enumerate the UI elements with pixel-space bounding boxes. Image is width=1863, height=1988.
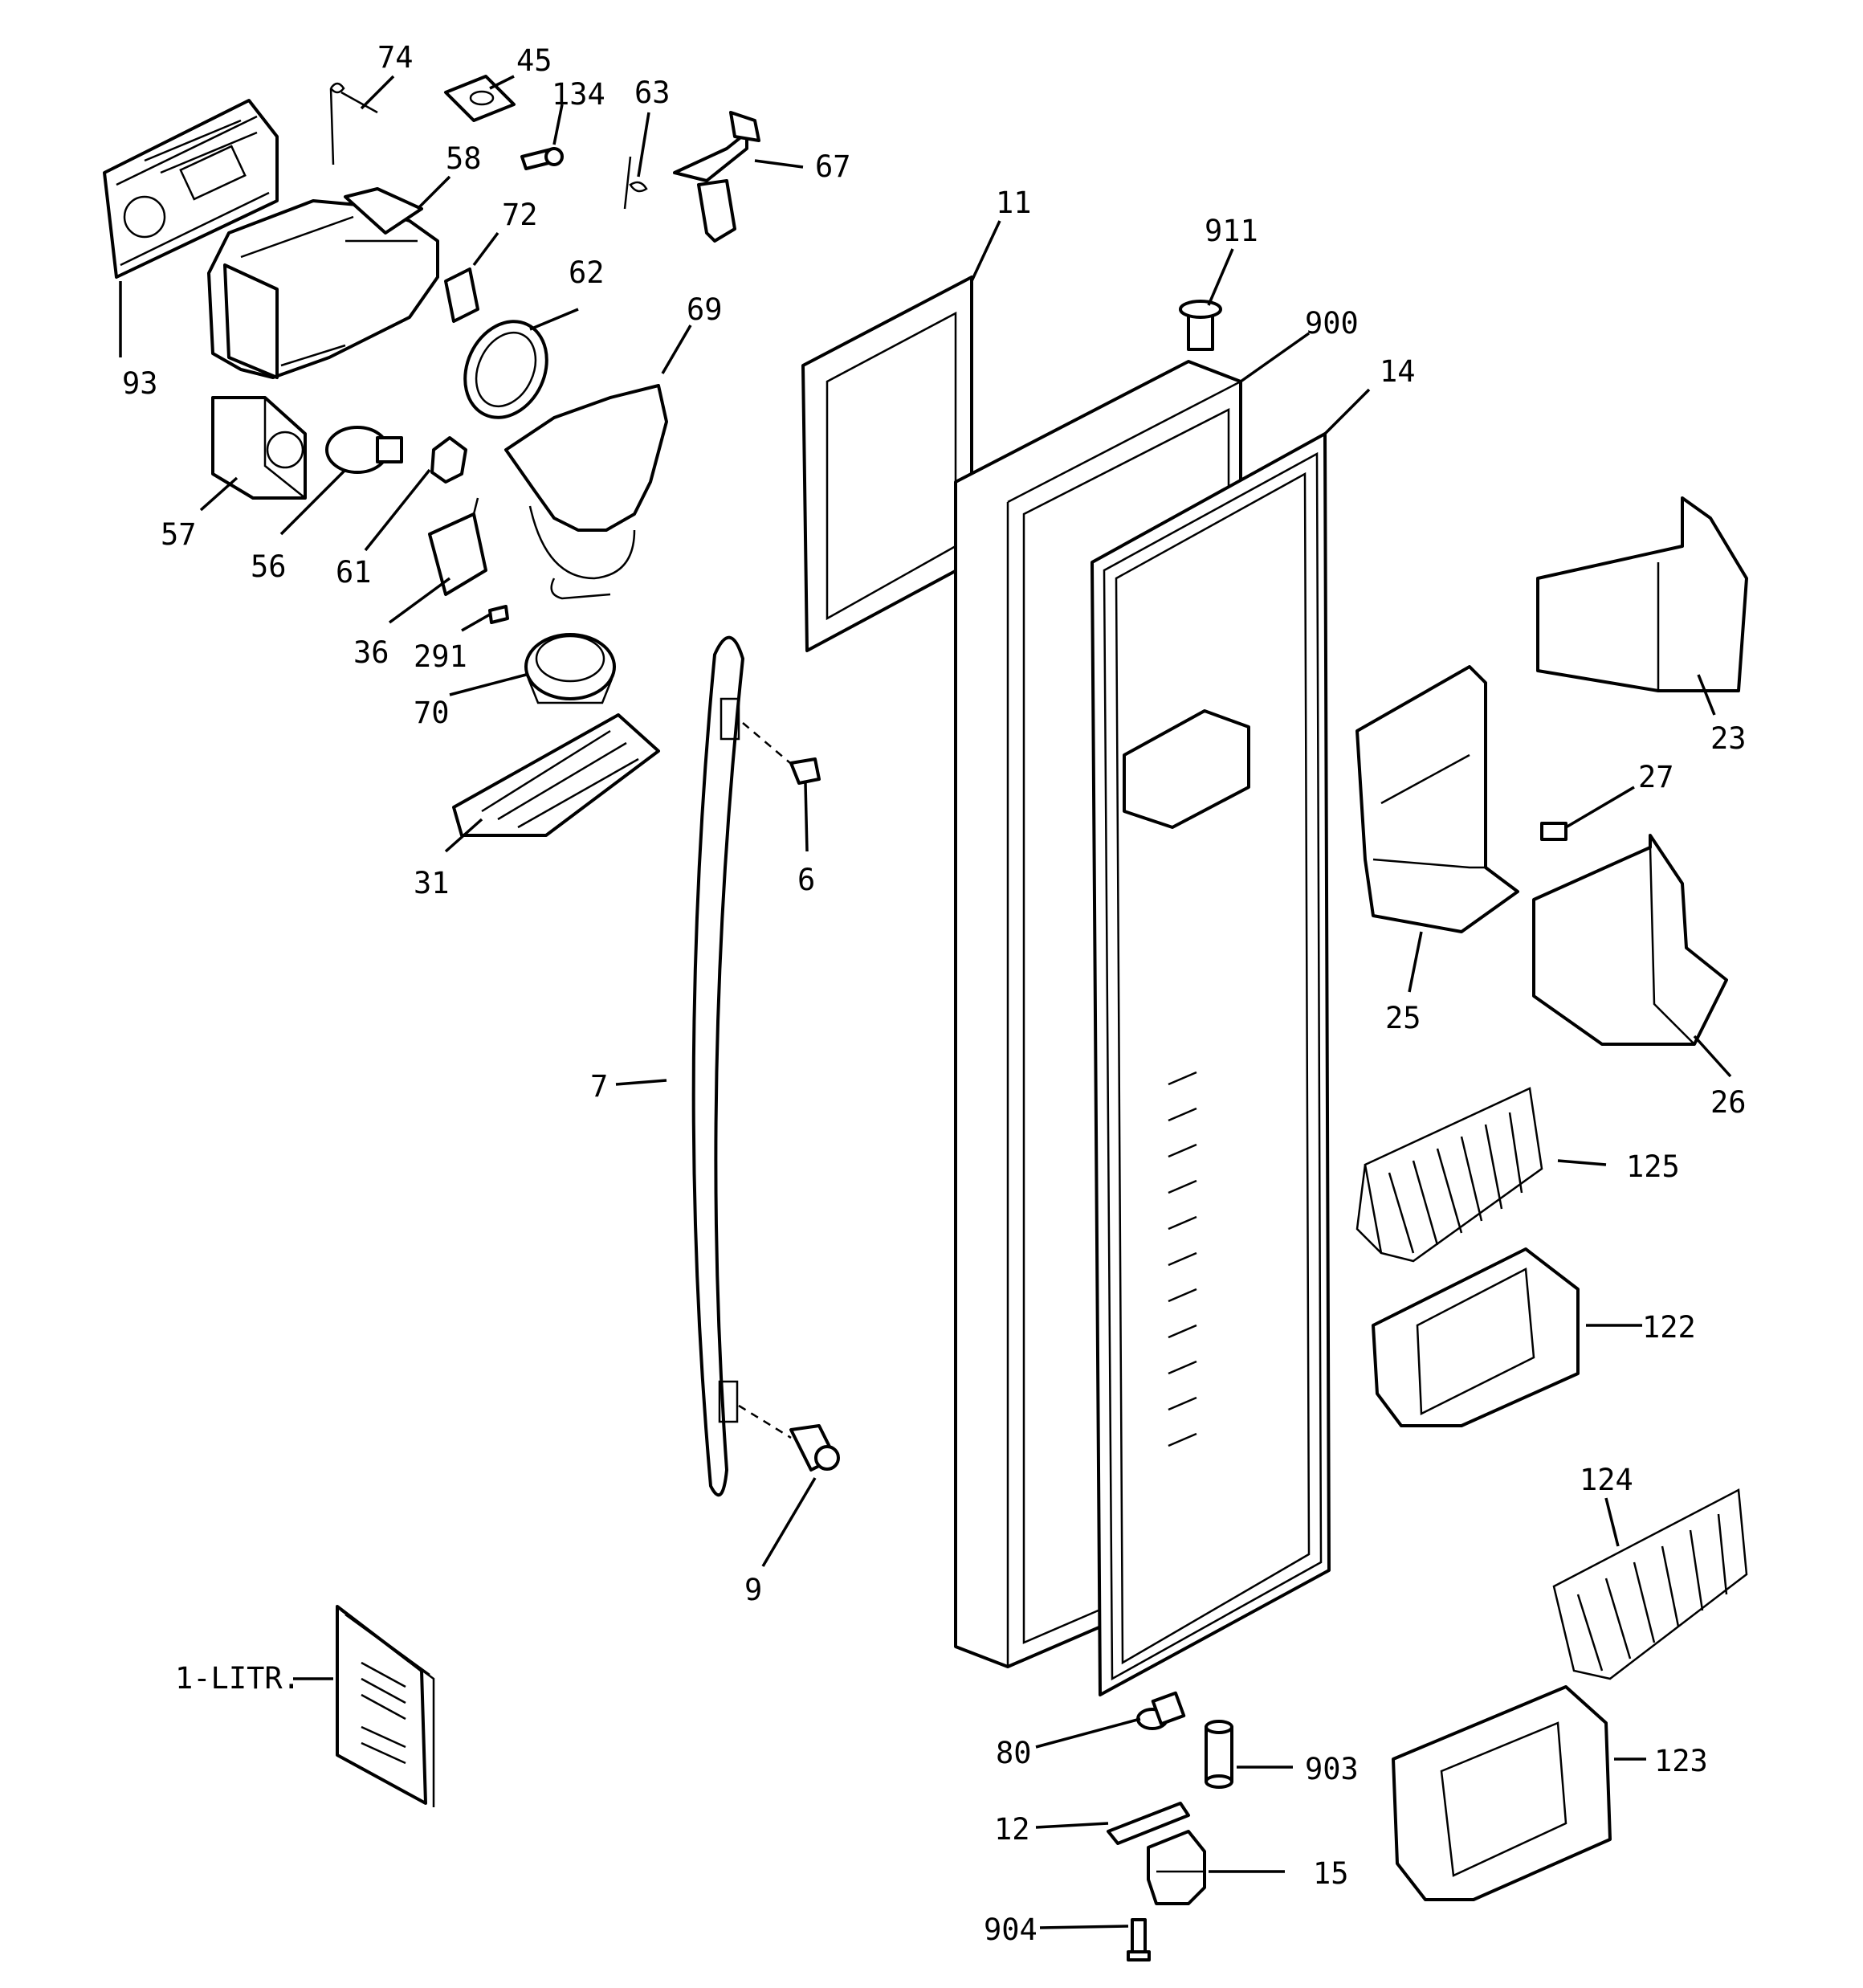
label-45: 45 [516, 43, 552, 78]
label-7: 7 [590, 1069, 608, 1104]
part-45-bracket[interactable] [444, 75, 516, 122]
part-11-dispenser-frame[interactable] [801, 276, 973, 652]
label-903: 903 [1305, 1752, 1359, 1786]
part-7-handle[interactable] [691, 635, 796, 1497]
label-900: 900 [1305, 306, 1359, 341]
part-labels: 74 45 134 63 67 58 72 93 62 69 11 911 90… [122, 40, 1747, 1947]
part-70-ring[interactable] [524, 633, 616, 704]
part-57-motor-box[interactable] [211, 396, 307, 500]
part-62-ring[interactable] [450, 308, 561, 431]
part-56-bulb[interactable] [325, 426, 403, 474]
part-67-lever[interactable] [673, 111, 760, 243]
label-23: 23 [1710, 721, 1747, 756]
label-6: 6 [797, 863, 815, 897]
label-63: 63 [634, 76, 671, 110]
label-904: 904 [984, 1912, 1037, 1947]
part-134-screw[interactable] [520, 147, 564, 170]
label-911: 911 [1205, 214, 1258, 248]
label-14: 14 [1380, 354, 1416, 389]
label-122: 122 [1642, 1310, 1696, 1345]
part-125-wire-basket[interactable] [1355, 1087, 1543, 1263]
label-12: 12 [994, 1812, 1030, 1847]
label-56: 56 [251, 549, 287, 584]
label-74: 74 [377, 40, 414, 75]
part-904-screw[interactable] [1127, 1918, 1151, 1961]
label-123: 123 [1654, 1744, 1708, 1778]
label-26: 26 [1710, 1085, 1747, 1120]
label-67: 67 [815, 149, 851, 184]
part-69-ice-chute[interactable] [504, 384, 668, 600]
leader-lines [119, 75, 1732, 1929]
part-15-hinge[interactable] [1147, 1830, 1206, 1905]
part-123-bin[interactable] [1392, 1685, 1612, 1901]
part-23-bin-cover[interactable] [1536, 496, 1748, 692]
label-72: 72 [502, 198, 538, 232]
label-58: 58 [446, 141, 482, 176]
part-93-control-panel[interactable] [103, 99, 279, 279]
part-27-screw[interactable] [1540, 822, 1567, 841]
label-124: 124 [1580, 1463, 1633, 1497]
label-25: 25 [1385, 1001, 1421, 1035]
part-74-spring[interactable] [329, 82, 378, 165]
label-69: 69 [687, 292, 723, 327]
label-134: 134 [552, 77, 605, 112]
part-1-litr-literature[interactable] [336, 1605, 435, 1807]
part-6-screw[interactable] [789, 757, 821, 785]
label-80: 80 [996, 1736, 1032, 1770]
part-80-bushing[interactable] [1136, 1691, 1186, 1730]
part-14-gasket[interactable] [1090, 432, 1331, 1696]
part-25-bin-bracket[interactable] [1355, 665, 1519, 933]
label-291: 291 [414, 639, 467, 674]
shelf-slots [1168, 1071, 1197, 1447]
part-72-switch[interactable] [444, 267, 479, 323]
part-36-bracket[interactable] [428, 497, 487, 596]
part-911-bushing[interactable] [1179, 300, 1222, 351]
label-125: 125 [1626, 1149, 1680, 1184]
part-122-bin[interactable] [1372, 1247, 1580, 1427]
part-903-pin[interactable] [1205, 1720, 1233, 1789]
part-31-drip-tray[interactable] [452, 713, 660, 837]
label-61: 61 [336, 555, 372, 590]
part-12-hinge-plate[interactable] [1107, 1802, 1190, 1845]
part-63-spring[interactable] [623, 156, 648, 210]
label-36: 36 [353, 635, 389, 670]
label-70: 70 [414, 696, 450, 730]
label-11: 11 [996, 186, 1032, 220]
part-9-screw[interactable] [789, 1424, 840, 1472]
label-93: 93 [122, 366, 158, 401]
label-9: 9 [744, 1573, 762, 1607]
label-15: 15 [1313, 1856, 1349, 1891]
label-31: 31 [414, 866, 450, 900]
part-26-bin[interactable] [1532, 834, 1728, 1046]
part-291-screw[interactable] [488, 605, 509, 624]
label-57: 57 [161, 517, 197, 552]
label-27: 27 [1638, 760, 1674, 794]
label-1-litr: 1-LITR. [175, 1661, 300, 1696]
label-62: 62 [569, 255, 605, 290]
part-124-wire-basket[interactable] [1552, 1488, 1748, 1680]
part-58-dispenser-housing[interactable] [207, 187, 439, 379]
part-61-cam[interactable] [430, 436, 467, 484]
